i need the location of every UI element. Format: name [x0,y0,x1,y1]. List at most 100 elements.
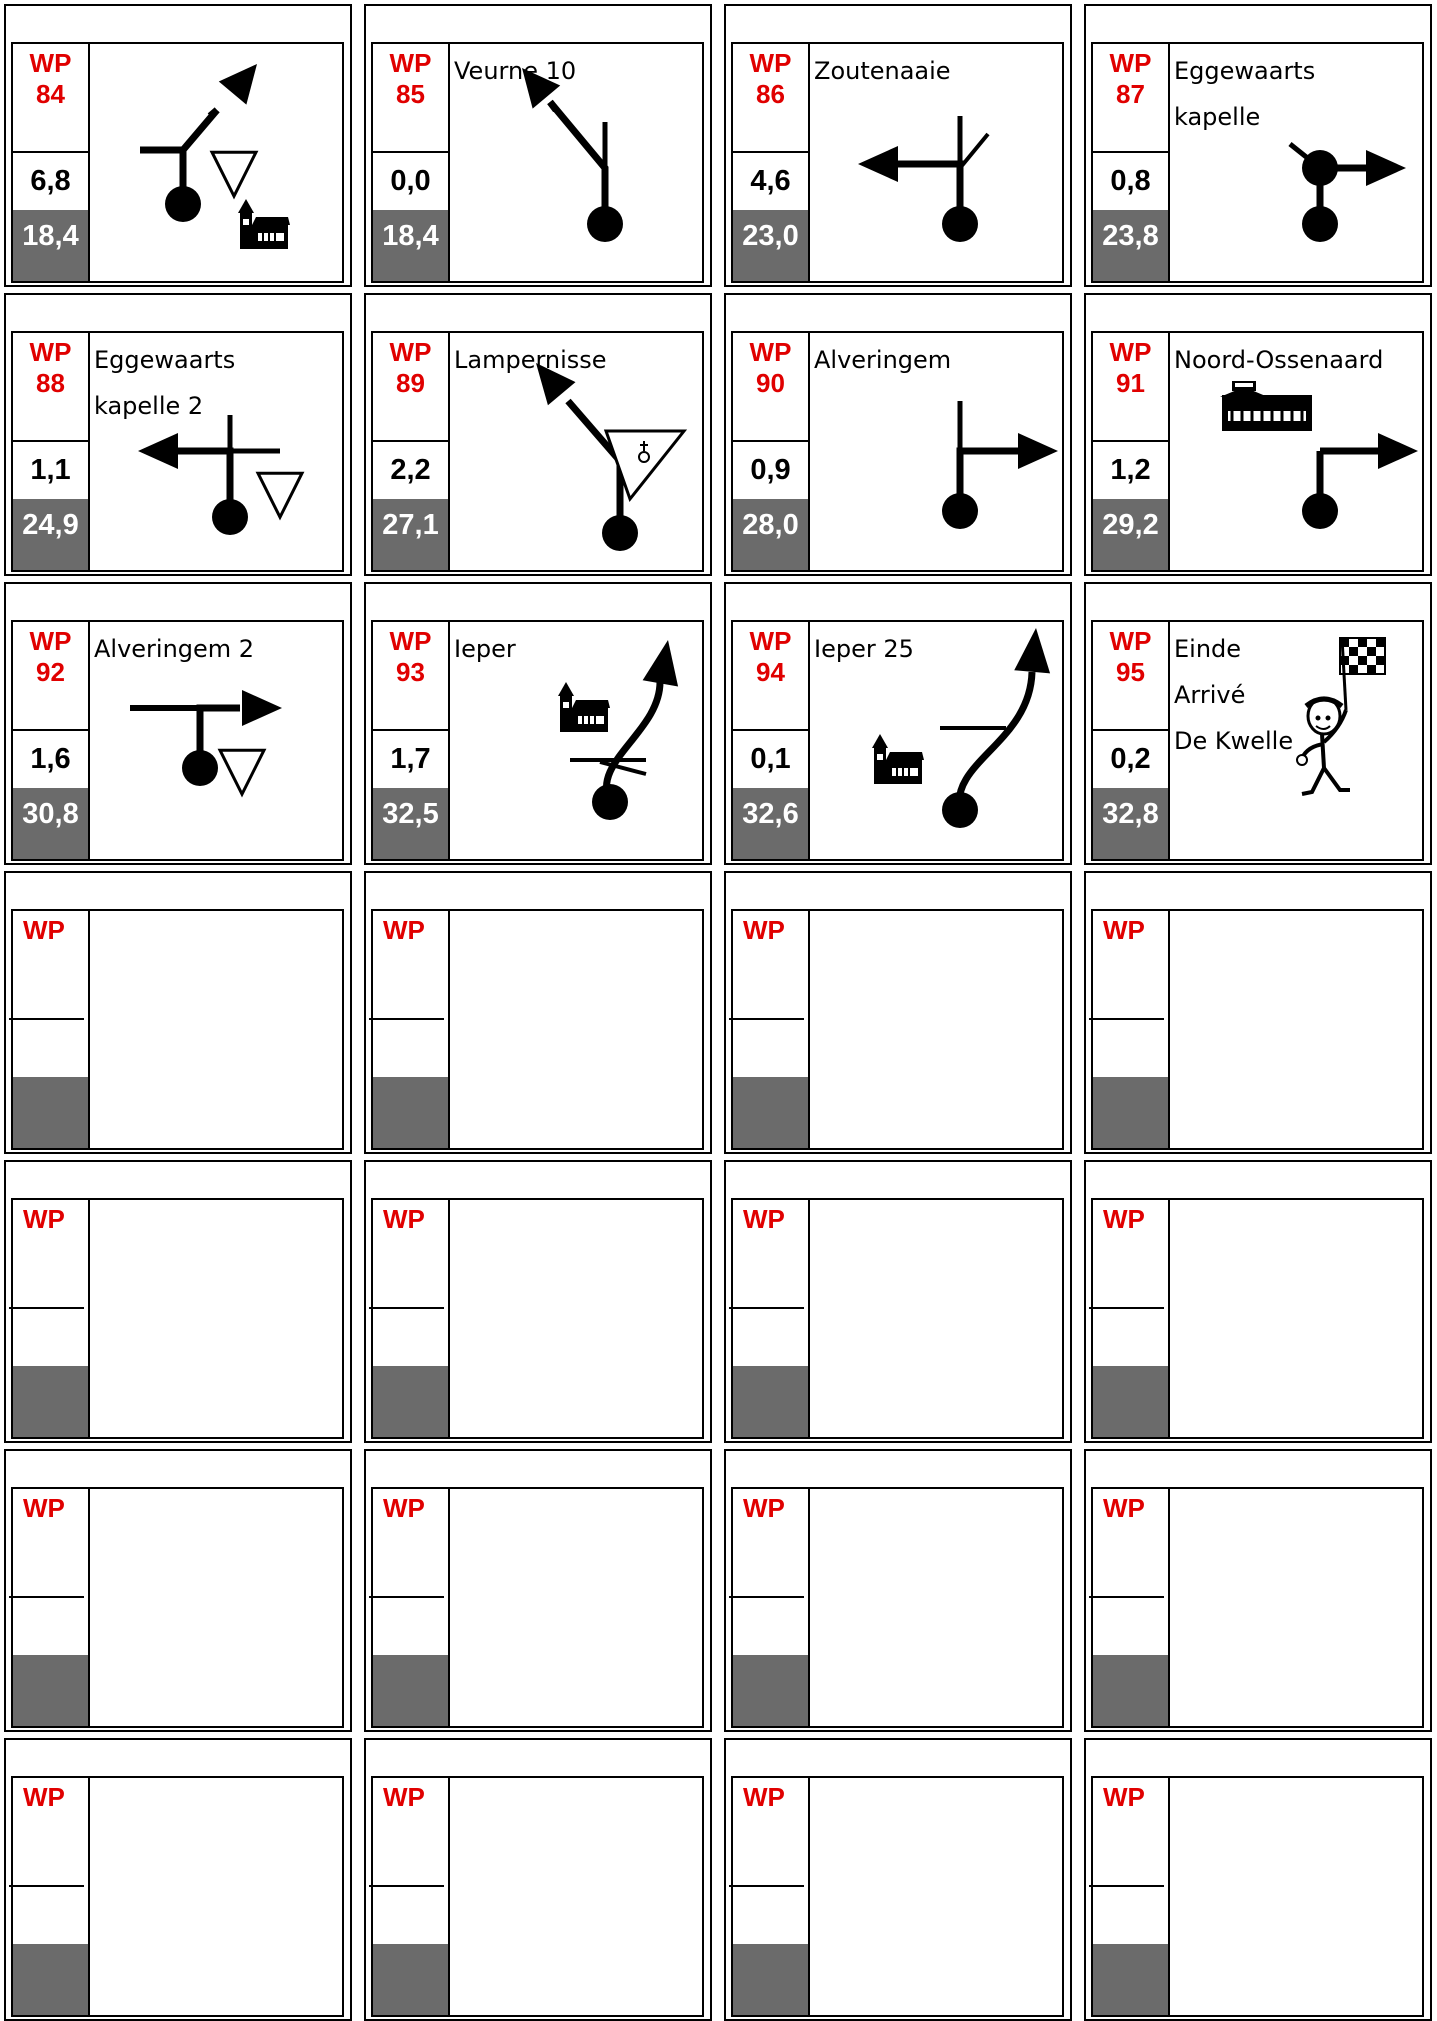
waypoint-number: 91 [1093,368,1168,399]
total-distance: 27,1 [373,499,448,570]
waypoint-id: WP90 [733,333,808,442]
partial-distance [733,1887,808,1944]
partial-distance: 6,8 [13,153,88,210]
waypoint-number: 90 [733,368,808,399]
total-distance [733,1655,808,1726]
empty-waypoint-card: WP [364,1449,712,1732]
total-distance [1093,1366,1168,1437]
waypoint-card-body: WP900,928,0Alveringem [731,331,1064,572]
waypoint-card-body: WP950,232,8 Einde Arrivé De Kwelle [1091,620,1424,861]
partial-distance [373,1020,448,1077]
waypoint-location-label: Lampernisse [454,337,607,383]
total-distance: 18,4 [373,210,448,281]
waypoint-side-panel: WP870,823,8 [1093,44,1168,281]
waypoint-card: WP881,124,9Eggewaarts kapelle 2 [4,293,352,576]
waypoint-diagram: Einde Arrivé De Kwelle [1168,622,1422,859]
total-distance [1093,1944,1168,2015]
waypoint-diagram [1168,1778,1422,2015]
waypoint-id: WP [1089,1489,1164,1598]
waypoint-card-body: WP881,124,9Eggewaarts kapelle 2 [11,331,344,572]
waypoint-diagram [808,911,1062,1148]
waypoint-card-body: WP [731,1776,1064,2017]
waypoint-id: WP86 [733,44,808,153]
waypoint-id: WP [1089,911,1164,1020]
partial-distance [733,1020,808,1077]
waypoint-side-panel: WP [733,1489,808,1726]
waypoint-diagram [1168,1200,1422,1437]
partial-distance [13,1020,88,1077]
waypoint-id: WP91 [1093,333,1168,442]
waypoint-diagram [1168,911,1422,1148]
waypoint-side-panel: WP [373,1489,448,1726]
waypoint-prefix: WP [733,48,808,79]
waypoint-diagram [88,44,342,281]
total-distance [13,1366,88,1437]
total-distance: 28,0 [733,499,808,570]
waypoint-diagram [808,1778,1062,2015]
total-distance: 32,6 [733,788,808,859]
partial-distance: 2,2 [373,442,448,499]
total-distance [13,1077,88,1148]
empty-waypoint-card: WP [724,1738,1072,2021]
waypoint-card-body: WP [1091,1487,1424,1728]
waypoint-number: 95 [1093,657,1168,688]
waypoint-prefix: WP [1093,48,1168,79]
waypoint-side-panel: WP [373,911,448,1148]
waypoint-card: WP931,732,5 Ieper [364,582,712,865]
waypoint-side-panel: WP921,630,8 [13,622,88,859]
waypoint-prefix: WP [733,626,808,657]
total-distance [733,1366,808,1437]
waypoint-location-label: Eggewaarts kapelle 2 [94,337,235,429]
waypoint-id: WP93 [373,622,448,731]
waypoint-card: WP892,227,1 Lampernisse [364,293,712,576]
waypoint-side-panel: WP [13,1778,88,2015]
waypoint-prefix: WP [13,48,88,79]
empty-waypoint-card: WP [364,871,712,1154]
partial-distance: 0,0 [373,153,448,210]
total-distance [13,1944,88,2015]
partial-distance: 1,2 [1093,442,1168,499]
waypoint-side-panel: WP911,229,2 [1093,333,1168,570]
waypoint-side-panel: WP [733,1200,808,1437]
partial-distance [1093,1309,1168,1366]
total-distance: 30,8 [13,788,88,859]
waypoint-diagram: Eggewaarts kapelle 2 [88,333,342,570]
empty-waypoint-card: WP [4,1449,352,1732]
waypoint-card-body: WP [1091,1198,1424,1439]
waypoint-side-panel: WP931,732,5 [373,622,448,859]
total-distance: 32,5 [373,788,448,859]
total-distance [733,1077,808,1148]
waypoint-diagram [88,1200,342,1437]
partial-distance [733,1598,808,1655]
partial-distance [13,1309,88,1366]
waypoint-id: WP [1089,1778,1164,1887]
waypoint-id: WP87 [1093,44,1168,153]
waypoint-prefix: WP [373,48,448,79]
empty-waypoint-card: WP [724,1449,1072,1732]
waypoint-id: WP [9,1778,84,1887]
waypoint-number: 94 [733,657,808,688]
empty-waypoint-card: WP [1084,1738,1432,2021]
total-distance: 18,4 [13,210,88,281]
total-distance [1093,1655,1168,1726]
waypoint-card-body: WP [11,1487,344,1728]
waypoint-card-body: WP [1091,1776,1424,2017]
empty-waypoint-card: WP [364,1160,712,1443]
partial-distance [1093,1020,1168,1077]
waypoint-side-panel: WP [1093,1200,1168,1437]
waypoint-diagram [88,911,342,1148]
waypoint-location-label: Ieper 25 [814,626,914,672]
waypoint-card-body: WP [731,909,1064,1150]
waypoint-prefix: WP [733,337,808,368]
waypoint-diagram [448,1489,702,1726]
